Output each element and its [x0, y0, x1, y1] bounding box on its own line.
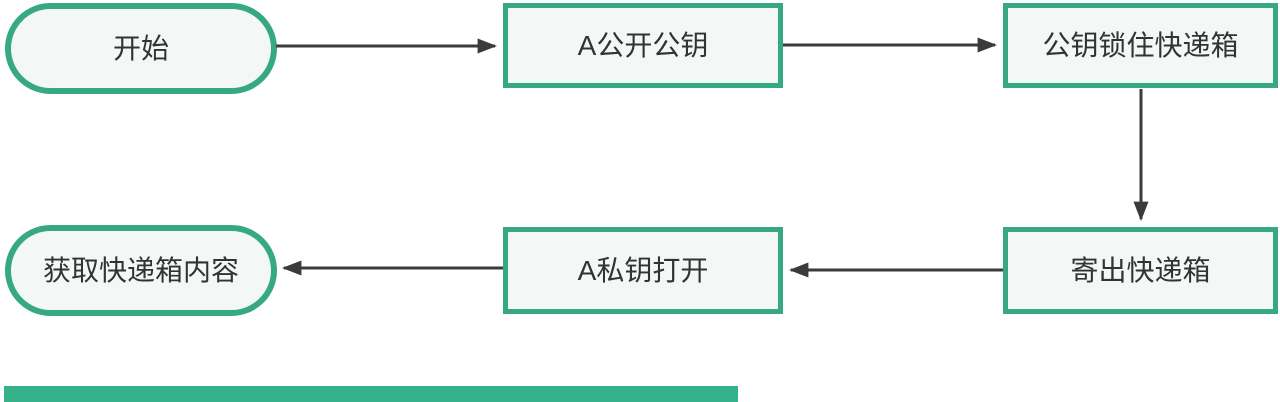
node-label: A公开公钥: [577, 29, 709, 61]
bottom-green-bar: [4, 386, 738, 402]
flowchart-node-lock-box: 公钥锁住快递箱: [1003, 3, 1278, 88]
node-label: 开始: [112, 32, 169, 64]
node-label: 公钥锁住快递箱: [1042, 29, 1239, 61]
node-label: 获取快递箱内容: [42, 254, 239, 286]
node-label: 寄出快递箱: [1070, 254, 1211, 286]
node-label: A私钥打开: [577, 254, 709, 286]
flowchart-node-get-contents: 获取快递箱内容: [5, 225, 277, 316]
flowchart-node-publish-public-key: A公开公钥: [503, 3, 783, 88]
flowchart-node-open-with-private-key: A私钥打开: [503, 227, 783, 314]
flowchart-node-ship-box: 寄出快递箱: [1003, 227, 1278, 314]
flowchart-node-start: 开始: [5, 3, 277, 94]
